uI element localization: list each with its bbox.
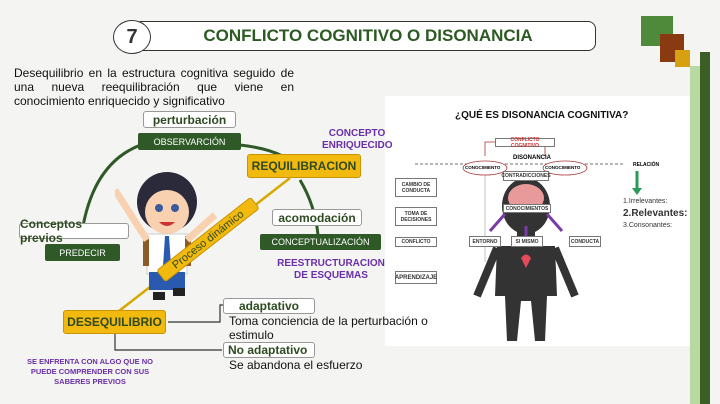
se-enfrenta-text: SE ENFRENTA CON ALGO QUE NO PUEDE COMPRE… (27, 357, 153, 386)
cambio-conducta-box: CAMBIO DE CONDUCTA (395, 178, 437, 197)
conducta-box: CONDUCTA (569, 236, 601, 247)
conceptos-previos-label: Conceptos previos (19, 217, 129, 245)
si-mismo-box: SI MISMO (511, 236, 543, 247)
type-irrelevantes: 1.Irrelevantes: (623, 198, 668, 205)
conflicto-cognitivo-box: CONFLICTO COGNITIVO (495, 137, 555, 149)
requilibracion-box: REQUILIBRACION (247, 154, 361, 178)
disonancia-diagram: ¿QUÉ ES DISONANCIA COGNITIVA? CONFLICTO … (385, 96, 690, 346)
conceptualizacion-box: CONCEPTUALIZACIÓN (260, 234, 381, 250)
no-adaptativo-description: Se abandona el esfuerzo (229, 358, 363, 372)
person-figure (415, 141, 642, 341)
type-consonantes: 3.Consonantes: (623, 222, 673, 229)
deco-square-gold (675, 50, 690, 67)
disonancia-label: DISONANCIA (513, 155, 552, 161)
diagram-title: ¿QUÉ ES DISONANCIA COGNITIVA? (455, 110, 629, 121)
predecir-box: PREDECIR (45, 244, 120, 261)
conocimiento-left: CONOCIMIENTO (465, 165, 501, 170)
no-adaptativo-label: No adaptativo (223, 342, 315, 358)
perturbacion-label: perturbación (143, 111, 236, 128)
concepto-enriquecido-text: CONCEPTO ENRIQUECIDO (322, 128, 393, 151)
observacion-box: OBSERVARCIÓN (138, 133, 241, 150)
entorno-box: ENTORNO (469, 236, 501, 247)
reestructuracion-text: REESTRUCTURACION DE ESQUEMAS (277, 258, 385, 281)
conocimiento-right: CONOCIMIENTO (545, 165, 581, 170)
intro-text: Desequilibrio en la estructura cognitiva… (14, 66, 294, 108)
adaptativo-description: Toma conciencia de la perturbación o est… (229, 314, 428, 342)
aprendizaje-box: APRENDIZAJE (395, 271, 437, 284)
adaptativo-label: adaptativo (223, 298, 315, 314)
deco-bar-dark (700, 52, 710, 404)
boy-illustration (115, 172, 218, 300)
deco-bar-light (690, 66, 700, 404)
type-relevantes: 2.Relevantes: (623, 208, 688, 219)
acomodacion-label: acomodación (272, 209, 362, 226)
conocimientos-box: CONOCIMIENTOS (503, 204, 551, 213)
conflicto-box: CONFLICTO (395, 237, 437, 247)
contradicciones-box: CONTRADICCIONES (501, 171, 551, 181)
relacion-label: RELACIÓN (633, 162, 660, 168)
slide-number: 7 (113, 20, 151, 54)
desequilibrio-box: DESEQUILIBRIO (63, 310, 166, 334)
slide-title: CONFLICTO COGNITIVO O DISONANCIA (140, 21, 596, 51)
toma-decisiones-box: TOMA DE DECISIONES (395, 207, 437, 226)
